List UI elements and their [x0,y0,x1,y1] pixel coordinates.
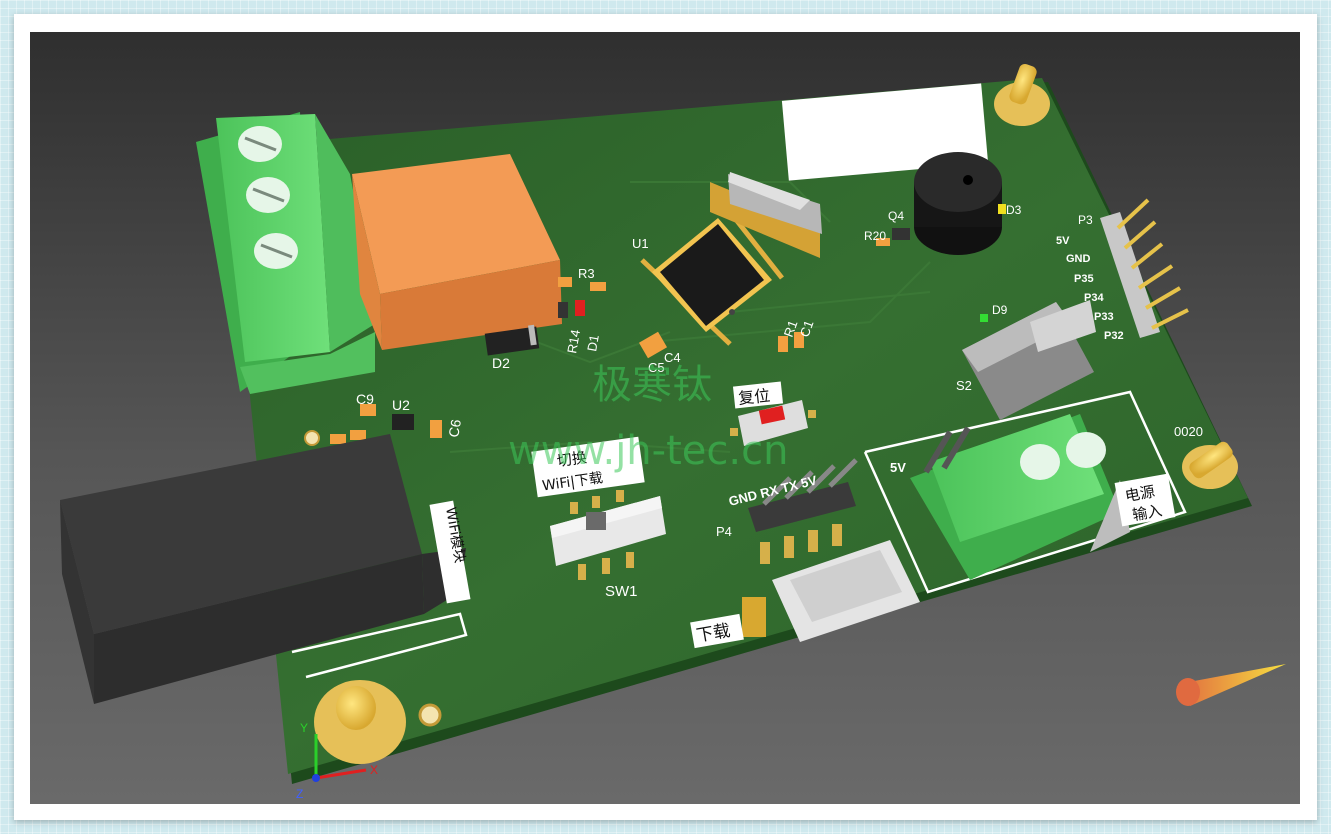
label-c1: C1 [797,318,817,339]
watermark-url: www.jh-tec.cn [508,428,788,474]
standoff-top-right [994,63,1050,126]
label-pin-p35: P35 [1074,273,1094,285]
smd-r1 [778,336,788,352]
pcb-3d-render: U1 C4 C5 R1 C1 R3 R14 D1 D2 C9 U2 C6 R20… [60,63,1286,801]
wifi-module [60,434,466,704]
label-r20: R20 [864,229,886,243]
label-reset: 复位 [732,381,784,409]
cone-marker-icon [1176,664,1286,706]
label-pin-5v: 5V [1056,235,1070,247]
label-d9: D9 [992,303,1008,317]
label-s2: S2 [956,378,972,393]
transistor-q4 [892,228,910,240]
download-connector [742,524,920,642]
smd-cap-2 [350,430,366,440]
watermark-brand: 极寒钛 [592,362,712,408]
svg-text:切换: 切换 [556,448,588,470]
label-u1: U1 [632,236,649,251]
label-download: 下载 [690,613,744,649]
label-pin-gnd: GND [1066,253,1091,265]
label-pin-p33: P33 [1094,311,1114,323]
screw-terminal-left [196,112,378,394]
smd-r3b [590,282,606,291]
crystal-oscillator [710,172,822,258]
smd-r14 [558,302,568,318]
label-d2: D2 [492,355,510,371]
label-u2: U2 [392,397,410,413]
cap-c4 [638,331,668,359]
standoff-right [1182,441,1238,489]
label-code: 0020 [1174,424,1203,439]
svg-text:复位: 复位 [737,386,771,408]
power-5v-header [923,426,971,474]
led-d3 [998,204,1006,214]
3d-pcb-viewport[interactable]: U1 C4 C5 R1 C1 R3 R14 D1 D2 C9 U2 C6 R20… [30,32,1300,804]
label-sw1: SW1 [605,583,638,600]
reset-button[interactable] [730,400,816,446]
label-pin-p32: P32 [1104,330,1124,342]
smd-r20 [876,238,890,246]
switch-s2[interactable] [962,300,1096,420]
label-d1: D1 [584,334,602,353]
slide-switch-sw1[interactable] [550,490,666,580]
diode-d2 [484,324,540,356]
label-pin-p34: P34 [1084,292,1104,304]
relay [352,154,562,350]
label-q4: Q4 [888,209,904,223]
cap-c6 [430,420,442,438]
label-p3: P3 [1078,213,1093,227]
buzzer [914,152,1002,255]
axis-x-label: X [370,763,378,777]
label-r14: R14 [564,328,583,354]
label-power-5v: 5V [890,460,906,475]
svg-text:电源: 电源 [1124,482,1157,505]
label-r3: R3 [578,266,595,281]
pin-header-p4 [748,458,858,532]
axis-y-label: Y [300,721,308,735]
label-power-input: 电源 输入 [1114,473,1176,527]
axis-z-label: Z [296,787,303,801]
cap-c9 [360,404,376,416]
standoff-bottom-left [314,680,406,764]
led-d9 [980,314,988,322]
label-c9: C9 [356,391,374,407]
smd-cap-1 [330,434,346,444]
label-c6: C6 [445,418,464,439]
label-d3: D3 [1006,203,1022,217]
led-d1 [575,300,585,316]
smd-c1 [794,332,804,348]
ic-u2 [392,414,414,430]
label-c5: C5 [648,360,665,375]
axis-triad-icon: Y X Z [296,721,378,801]
pin-header-p3 [1100,198,1189,338]
smd-r3 [558,277,572,287]
svg-text:输入: 输入 [1131,501,1164,524]
label-r1: R1 [781,318,801,339]
label-p4: P4 [716,524,732,539]
mcu-u1 [640,210,784,346]
label-c4: C4 [664,350,681,365]
